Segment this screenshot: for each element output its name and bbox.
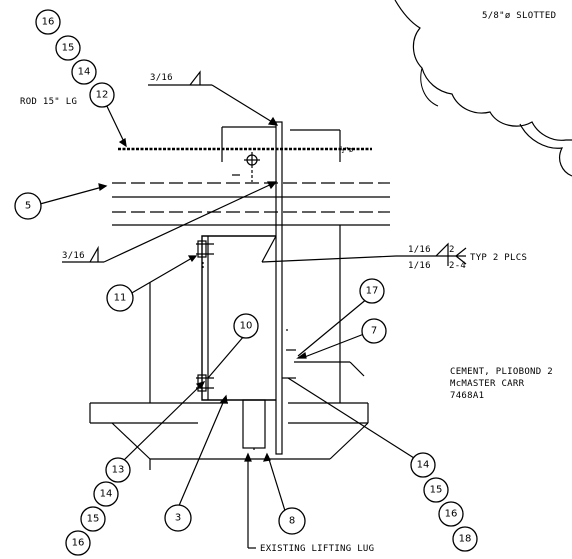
- weld-right-bottom-length: 2-4: [449, 261, 466, 271]
- cement-line-3: 7468A1: [450, 391, 484, 401]
- weld-right-bottom-size: 1/16: [408, 261, 431, 271]
- rod-label: ROD 15" LG: [20, 97, 77, 107]
- balloon-8-label: 8: [289, 516, 295, 527]
- balloon-15-left-label: 15: [87, 514, 100, 525]
- vertical-plate: [275, 121, 283, 455]
- balloon-18: [452, 526, 478, 552]
- balloon-15-right-label: 15: [430, 485, 443, 496]
- balloon-3: [164, 504, 192, 532]
- weld-right-top-length: 2: [449, 245, 455, 255]
- weld-top-size: 3/16: [150, 73, 173, 83]
- balloon-10: [233, 313, 259, 339]
- balloon-17: [359, 278, 385, 304]
- balloon-10-label: 10: [240, 321, 253, 332]
- balloon-16-top-label: 16: [42, 17, 55, 28]
- revision-cloud: [394, 0, 572, 141]
- balloon-13-label: 13: [112, 465, 125, 476]
- balloon-16-top: [35, 9, 61, 35]
- balloon-14-right: [410, 452, 436, 478]
- balloon-16-right: [438, 501, 464, 527]
- balloon-16-left: [65, 530, 91, 556]
- balloon-7: [361, 318, 387, 344]
- balloon-3-label: 3: [175, 513, 181, 524]
- balloon-12: [89, 82, 115, 108]
- weld-left-size: 3/16: [62, 251, 85, 261]
- balloon-7-label: 7: [371, 326, 377, 337]
- balloon-17-label: 17: [366, 286, 379, 297]
- cement-line-1: CEMENT, PLIOBOND 2: [450, 367, 553, 377]
- typ-label: TYP 2 PLCS: [470, 253, 527, 263]
- balloon-18-label: 18: [459, 534, 472, 545]
- lifting-lug-label: EXISTING LIFTING LUG: [260, 544, 374, 554]
- balloon-15-right: [423, 477, 449, 503]
- balloon-14-top-label: 14: [78, 67, 91, 78]
- balloon-14-left-label: 14: [100, 489, 113, 500]
- balloon-15-left: [80, 506, 106, 532]
- balloon-14-left: [93, 481, 119, 507]
- balloon-15-top-label: 15: [62, 43, 75, 54]
- balloon-16-right-label: 16: [445, 509, 458, 520]
- balloon-14-right-label: 14: [417, 460, 430, 471]
- lifting-lug: [242, 399, 266, 449]
- balloon-12-label: 12: [96, 90, 109, 101]
- slotted-note: 5/8"ø SLOTTED: [482, 11, 556, 21]
- balloon-8: [278, 507, 306, 535]
- balloon-14-top: [71, 59, 97, 85]
- channel-bracket: [201, 235, 276, 401]
- balloon-11: [106, 284, 134, 312]
- weld-right-top-size: 1/16: [408, 245, 431, 255]
- cement-line-2: McMASTER CARR: [450, 379, 525, 389]
- balloon-5: [14, 192, 42, 220]
- balloon-13: [105, 457, 131, 483]
- balloon-16-left-label: 16: [72, 538, 85, 549]
- balloon-11-label: 11: [114, 293, 127, 304]
- balloon-5-label: 5: [25, 201, 31, 212]
- rod-diameter-mark: ½"ø: [340, 146, 354, 154]
- balloon-15-top: [55, 35, 81, 61]
